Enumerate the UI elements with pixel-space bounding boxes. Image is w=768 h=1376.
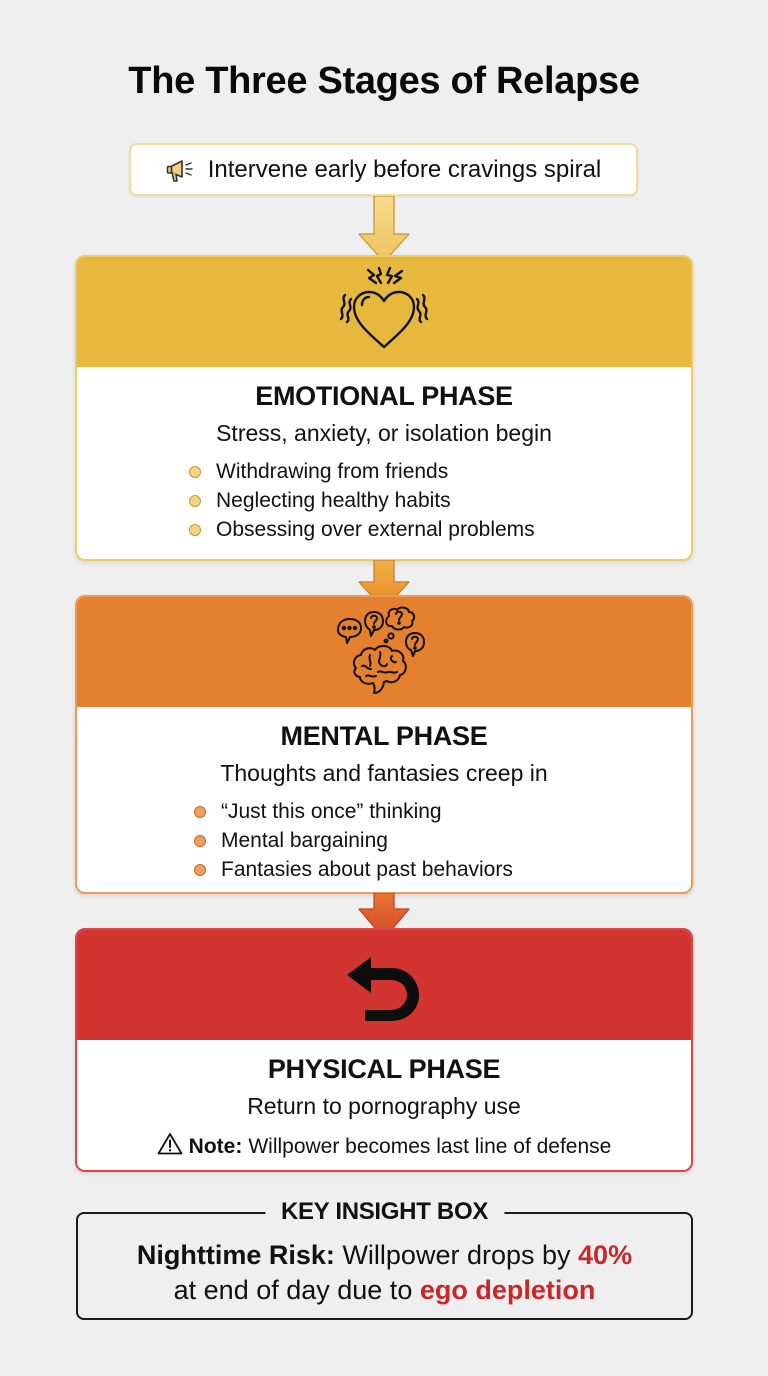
down-arrow-icon <box>357 893 411 945</box>
note-text: Willpower becomes last line of defense <box>248 1134 612 1158</box>
callout-text: Intervene early before cravings spiral <box>207 155 602 183</box>
physical-phase-card: PHYSICAL PHASE Return to pornography use… <box>75 928 693 1172</box>
list-item: Fantasies about past behaviors <box>194 855 691 884</box>
page-title: The Three Stages of Relapse <box>128 60 640 102</box>
pounding-heart-icon <box>332 265 436 360</box>
bullet-dot-icon <box>194 863 206 876</box>
phase-subtitle: Return to pornography use <box>247 1093 521 1119</box>
warning-icon <box>157 1132 183 1161</box>
physical-phase-header <box>77 930 691 1040</box>
emotional-phase-card: EMOTIONAL PHASE Stress, anxiety, or isol… <box>75 255 693 561</box>
list-item: Withdrawing from friends <box>189 457 691 486</box>
list-item: “Just this once” thinking <box>194 797 691 826</box>
bullet-dot-icon <box>189 465 201 478</box>
phase-title: MENTAL PHASE <box>280 721 488 751</box>
list-item: Neglecting healthy habits <box>189 486 691 515</box>
insight-text: Nighttime Risk: Willpower drops by 40% a… <box>136 1240 633 1305</box>
list-item: Obsessing over external problems <box>189 515 691 544</box>
down-arrow-icon <box>357 196 411 266</box>
note-label: Note: <box>188 1134 243 1158</box>
symptom-list: Withdrawing from friends Neglecting heal… <box>77 457 691 544</box>
brain-with-thought-bubbles-icon <box>334 606 434 703</box>
mental-phase-header <box>77 597 691 707</box>
insight-highlight-term: ego depletion <box>419 1275 596 1305</box>
key-insight-box: KEY INSIGHT BOX Nighttime Risk: Willpowe… <box>76 1198 693 1320</box>
mental-phase-card: MENTAL PHASE Thoughts and fantasies cree… <box>75 595 693 894</box>
bullet-dot-icon <box>194 805 206 818</box>
insight-label: KEY INSIGHT BOX <box>264 1198 505 1226</box>
u-turn-back-arrow-icon <box>343 953 425 1028</box>
phase-note: Note: Willpower becomes last line of def… <box>77 1132 691 1161</box>
symptom-list: “Just this once” thinking Mental bargain… <box>77 797 691 884</box>
phase-subtitle: Thoughts and fantasies creep in <box>220 760 548 786</box>
bullet-dot-icon <box>189 523 201 536</box>
phase-subtitle: Stress, anxiety, or isolation begin <box>216 420 552 446</box>
bullet-dot-icon <box>189 494 201 507</box>
bullet-dot-icon <box>194 834 206 847</box>
intervene-callout: Intervene early before cravings spiral <box>129 143 638 196</box>
phase-title: EMOTIONAL PHASE <box>255 381 513 411</box>
insight-lead: Nighttime Risk: <box>136 1240 335 1270</box>
phase-title: PHYSICAL PHASE <box>267 1054 501 1084</box>
emotional-phase-header <box>77 257 691 367</box>
insight-highlight-percent: 40% <box>578 1240 633 1270</box>
megaphone-icon <box>166 156 200 184</box>
list-item: Mental bargaining <box>194 826 691 855</box>
